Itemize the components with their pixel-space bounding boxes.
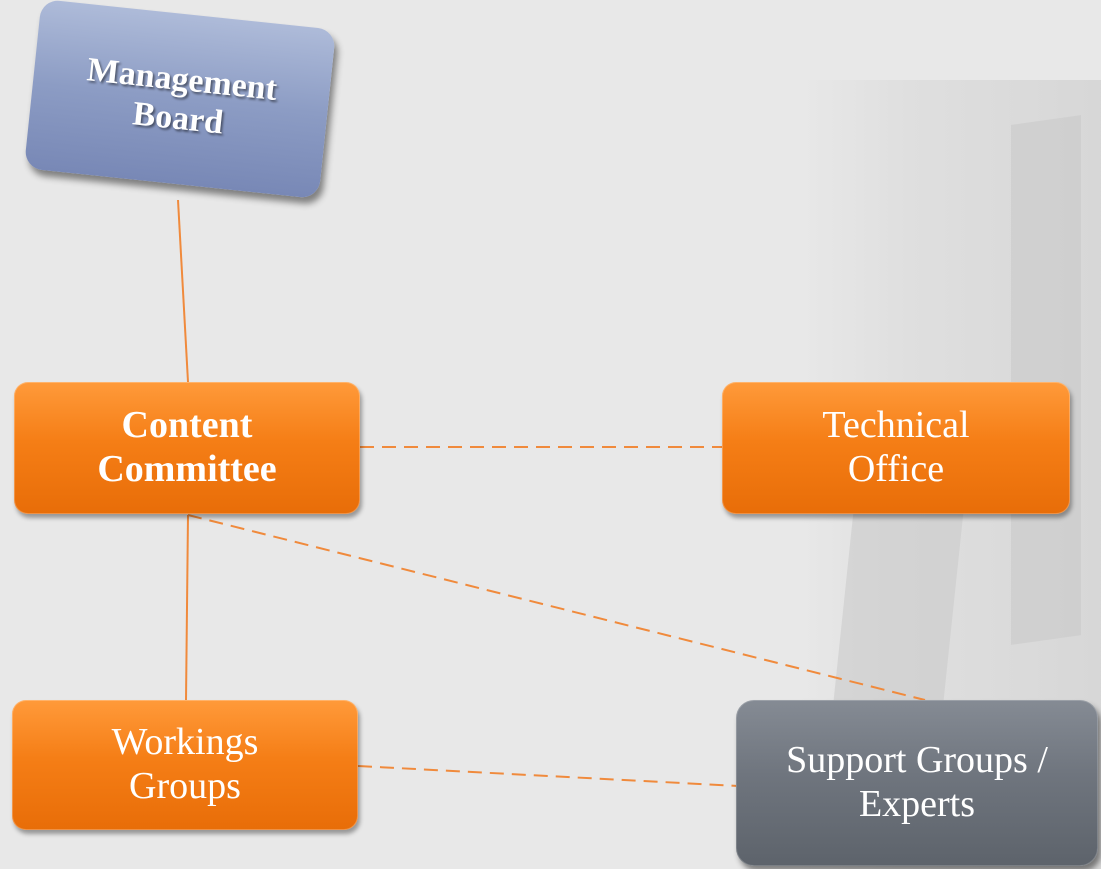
management-board-node: Management Board [23,0,337,200]
connector-content-support [187,514,926,701]
connector-working-support [357,765,739,787]
management-board-label: Management Board [85,51,279,142]
content-committee-label: Content Committee [97,404,277,490]
working-groups-label: Workings Groups [111,721,259,807]
working-groups-node: Workings Groups [12,700,358,830]
support-groups-label: Support Groups / Experts [786,739,1048,825]
connector-management-content [177,199,189,383]
support-groups-node: Support Groups / Experts [736,700,1098,866]
connector-content-working [185,514,189,701]
technical-office-label: Technical Office [822,404,970,490]
content-committee-node: Content Committee [14,382,360,514]
technical-office-node: Technical Office [722,382,1070,514]
